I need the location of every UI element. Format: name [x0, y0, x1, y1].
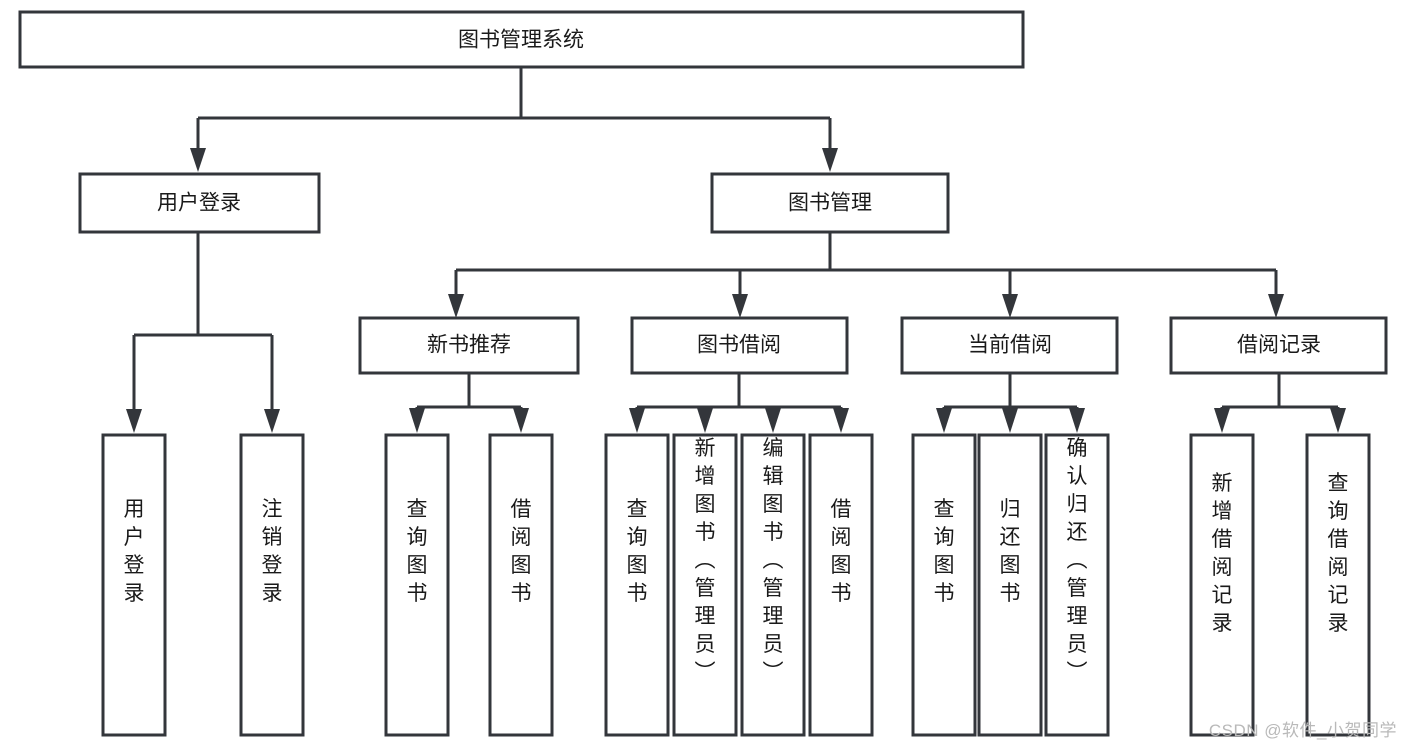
leaf-node-user-login-0[interactable]: 用户登录 — [101, 433, 167, 737]
connector-group-new-book — [409, 373, 529, 433]
node-book-management-box[interactable] — [710, 172, 950, 234]
node-borrow-record[interactable]: 借阅记录 — [1169, 316, 1388, 375]
arrow-head-leaf-new-book-1 — [513, 408, 529, 433]
leaf-node-book-borrow-0-box[interactable] — [604, 433, 670, 737]
leaf-node-new-book-0-box[interactable] — [384, 433, 450, 737]
node-user-login[interactable]: 用户登录 — [78, 172, 321, 234]
arrow-head-leaf-current-borrow-1 — [1002, 408, 1018, 433]
leaf-node-current-borrow-0[interactable]: 查询图书 — [911, 433, 977, 737]
watermark-text: CSDN @软件_小贺同学 — [1208, 721, 1397, 740]
leaf-node-borrow-record-1[interactable]: 查询借阅记录 — [1305, 433, 1371, 737]
connector-group-user-login — [126, 232, 280, 433]
arrow-head-l2-1 — [732, 294, 748, 318]
leaf-node-book-borrow-3-box[interactable] — [808, 433, 874, 737]
node-root-label: 图书管理系统 — [458, 29, 584, 52]
arrow-head-l2-0 — [448, 294, 464, 318]
arrow-head-leaf-book-borrow-1 — [697, 408, 713, 433]
leaf-node-book-borrow-3-label: 借阅图书 — [831, 498, 852, 605]
arrow-head-leaf-current-borrow-0 — [936, 408, 952, 433]
node-book-management-label: 图书管理 — [788, 192, 872, 215]
arrow-head-leaf-new-book-0 — [409, 408, 425, 433]
connector-group-borrow-record — [1214, 373, 1346, 433]
leaf-node-current-borrow-2[interactable]: 确认归还︵管理员︶ — [1044, 433, 1110, 737]
arrow-head-leaf-user-login-0 — [126, 409, 142, 433]
leaf-node-current-borrow-1[interactable]: 归还图书 — [977, 433, 1043, 737]
leaf-node-book-borrow-2-label: 编辑图书︵管理员︶ — [763, 437, 784, 684]
arrow-head-leaf-borrow-record-0 — [1214, 408, 1230, 433]
leaf-node-current-borrow-0-box[interactable] — [911, 433, 977, 737]
connector-group-root — [190, 67, 838, 172]
arrow-head-leaf-book-borrow-0 — [629, 408, 645, 433]
leaf-node-borrow-record-1-label: 查询借阅记录 — [1328, 472, 1349, 635]
node-book-borrow[interactable]: 图书借阅 — [630, 316, 849, 375]
node-new-book-recommend-label: 新书推荐 — [427, 334, 511, 357]
arrow-head-l2-3 — [1268, 294, 1284, 318]
leaf-node-borrow-record-0-box[interactable] — [1189, 433, 1255, 737]
leaf-node-book-borrow-0[interactable]: 查询图书 — [604, 433, 670, 737]
arrow-head-leaf-book-borrow-3 — [833, 408, 849, 433]
node-book-borrow-label: 图书借阅 — [697, 334, 781, 357]
node-borrow-record-label: 借阅记录 — [1237, 334, 1321, 357]
leaf-node-book-borrow-2[interactable]: 编辑图书︵管理员︶ — [740, 433, 806, 737]
leaf-node-book-borrow-2-box[interactable] — [740, 433, 806, 737]
leaf-node-user-login-1-label: 注销登录 — [262, 498, 283, 605]
node-borrow-record-box[interactable] — [1169, 316, 1388, 375]
leaf-node-book-borrow-1-box[interactable] — [672, 433, 738, 737]
leaf-node-current-borrow-1-label: 归还图书 — [1000, 498, 1021, 605]
leaf-node-current-borrow-0-label: 查询图书 — [934, 498, 955, 605]
leaf-node-current-borrow-1-box[interactable] — [977, 433, 1043, 737]
leaf-node-borrow-record-0-label: 新增借阅记录 — [1212, 472, 1233, 635]
node-book-management[interactable]: 图书管理 — [710, 172, 950, 234]
arrow-head-leaf-current-borrow-2 — [1069, 408, 1085, 433]
connector-group-book-borrow — [629, 373, 849, 433]
leaf-node-new-book-0[interactable]: 查询图书 — [384, 433, 450, 737]
leaf-node-borrow-record-0[interactable]: 新增借阅记录 — [1189, 433, 1255, 737]
connector-group-current-borrow — [936, 373, 1085, 433]
arrow-head-leaf-user-login-1 — [264, 409, 280, 433]
leaf-node-user-login-0-box[interactable] — [101, 433, 167, 737]
leaf-node-book-borrow-0-label: 查询图书 — [627, 498, 648, 605]
leaf-node-current-borrow-2-label: 确认归还︵管理员︶ — [1067, 437, 1088, 684]
node-current-borrow-box[interactable] — [900, 316, 1119, 375]
leaf-node-new-book-1[interactable]: 借阅图书 — [488, 433, 554, 737]
leaf-node-user-login-1-box[interactable] — [239, 433, 305, 737]
leaf-node-user-login-1[interactable]: 注销登录 — [239, 433, 305, 737]
leaf-node-borrow-record-1-box[interactable] — [1305, 433, 1371, 737]
node-current-borrow-label: 当前借阅 — [968, 334, 1052, 357]
node-root-box[interactable] — [18, 10, 1025, 69]
leaf-node-book-borrow-3[interactable]: 借阅图书 — [808, 433, 874, 737]
arrow-head-user-login — [190, 148, 206, 172]
leaf-node-current-borrow-2-box[interactable] — [1044, 433, 1110, 737]
node-new-book-recommend[interactable]: 新书推荐 — [358, 316, 580, 375]
connector-group-book-mgmt — [448, 232, 1284, 318]
node-user-login-label: 用户登录 — [157, 192, 241, 215]
node-current-borrow[interactable]: 当前借阅 — [900, 316, 1119, 375]
leaf-node-book-borrow-1[interactable]: 新增图书︵管理员︶ — [672, 433, 738, 737]
leaf-node-new-book-1-label: 借阅图书 — [511, 498, 532, 605]
arrow-head-book-mgmt — [822, 148, 838, 172]
node-root[interactable]: 图书管理系统 — [18, 10, 1025, 69]
leaf-node-user-login-0-label: 用户登录 — [124, 498, 145, 605]
node-new-book-recommend-box[interactable] — [358, 316, 580, 375]
arrow-head-leaf-borrow-record-1 — [1330, 408, 1346, 433]
leaf-node-new-book-0-label: 查询图书 — [407, 498, 428, 605]
arrow-head-leaf-book-borrow-2 — [765, 408, 781, 433]
node-book-borrow-box[interactable] — [630, 316, 849, 375]
leaf-node-new-book-1-box[interactable] — [488, 433, 554, 737]
node-user-login-box[interactable] — [78, 172, 321, 234]
leaf-node-book-borrow-1-label: 新增图书︵管理员︶ — [695, 437, 716, 684]
arrow-head-l2-2 — [1002, 294, 1018, 318]
